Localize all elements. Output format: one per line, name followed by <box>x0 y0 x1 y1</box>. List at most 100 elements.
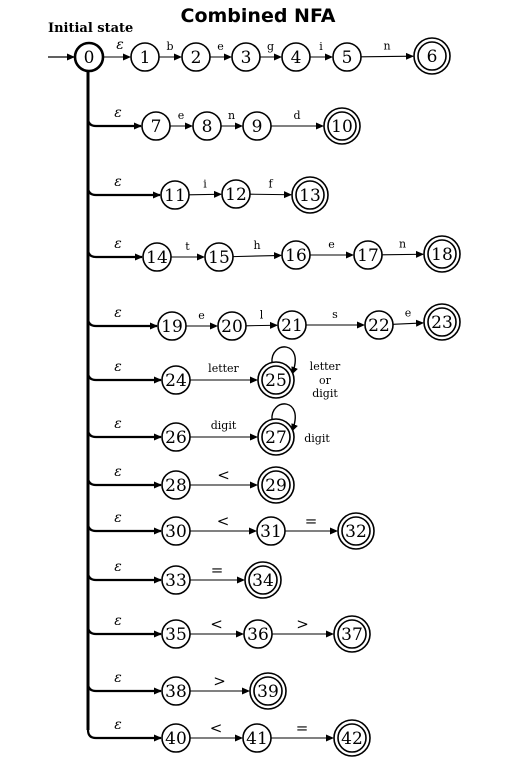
state-28: 28 <box>161 470 191 500</box>
state-3: 3 <box>231 42 261 72</box>
state-19-label: 19 <box>161 317 183 337</box>
state-8-label: 8 <box>202 117 213 137</box>
state-8: 8 <box>192 111 222 141</box>
edge-label-20-21: l <box>260 309 264 322</box>
state-25-circle <box>261 365 291 395</box>
state-21-label: 21 <box>281 316 303 336</box>
state-26: 26 <box>161 422 191 452</box>
state-13-circle <box>295 180 325 210</box>
edge-label-16-17: e <box>328 238 335 251</box>
state-2-circle <box>181 42 211 72</box>
state-7: 7 <box>141 111 171 141</box>
state-1-label: 1 <box>140 48 151 68</box>
epsilon-edge-0-33 <box>86 571 162 584</box>
state-25-label: 25 <box>265 371 287 391</box>
edge-label-0-35: ε <box>114 613 122 629</box>
epsilon-edge-0-11 <box>86 186 161 199</box>
epsilon-edge-0-14 <box>86 248 143 261</box>
state-4-circle <box>281 42 311 72</box>
edge-11-12 <box>188 190 223 198</box>
state-20-circle <box>217 311 247 341</box>
state-34-label: 34 <box>252 571 274 591</box>
state-39: 39 <box>249 672 287 710</box>
loop-27 <box>271 403 298 432</box>
state-10-label: 10 <box>331 117 353 137</box>
state-35-circle <box>161 619 191 649</box>
edge-label-40-41: < <box>210 719 223 737</box>
epsilon-edge-0-7 <box>86 117 142 130</box>
edge-label-8-9: n <box>228 109 235 122</box>
state-21: 21 <box>277 310 307 340</box>
state-35: 35 <box>161 619 191 649</box>
edge-label-38-39: > <box>213 672 226 690</box>
edge-label-36-37: > <box>296 615 309 633</box>
state-7-circle <box>141 111 171 141</box>
state-24: 24 <box>161 365 191 395</box>
state-33-label: 33 <box>165 571 187 591</box>
state-41-circle <box>242 723 272 753</box>
edge-label-33-34: = <box>211 561 224 579</box>
epsilon-edge-0-35 <box>86 625 162 638</box>
edge-label-0-30: ε <box>114 510 122 526</box>
state-16-label: 16 <box>285 246 307 266</box>
state-0-label: 0 <box>84 48 95 68</box>
state-32-circle <box>341 516 371 546</box>
state-41-label: 41 <box>246 729 268 749</box>
state-27-label: 27 <box>265 428 287 448</box>
state-27-circle <box>261 422 291 452</box>
state-21-circle <box>277 310 307 340</box>
state-34: 34 <box>244 561 282 599</box>
state-19: 19 <box>157 311 187 341</box>
state-20: 20 <box>217 311 247 341</box>
state-35-label: 35 <box>165 625 187 645</box>
edge-17-18 <box>381 250 425 258</box>
state-14-label: 14 <box>146 248 168 268</box>
state-30: 30 <box>161 516 191 546</box>
state-15-label: 15 <box>208 248 230 268</box>
state-13: 13 <box>291 176 329 214</box>
edge-label-41-42: = <box>296 719 309 737</box>
state-26-circle <box>161 422 191 452</box>
edge-label-26-27: digit <box>211 419 237 432</box>
edge-label-0-33: ε <box>114 559 122 575</box>
state-18: 18 <box>423 235 461 273</box>
edge-20-21 <box>245 321 279 329</box>
state-12-circle <box>221 179 251 209</box>
edge-label-0-26: ε <box>114 416 122 432</box>
state-32: 32 <box>337 512 375 550</box>
state-4: 4 <box>281 42 311 72</box>
state-15-circle <box>204 242 234 272</box>
state-0: 0 <box>73 41 105 73</box>
state-22-circle <box>364 310 394 340</box>
state-19-circle <box>157 311 187 341</box>
state-18-circle <box>427 239 457 269</box>
state-10: 10 <box>323 107 361 145</box>
edge-label-0-19: ε <box>114 305 122 321</box>
edge-label-17-18: n <box>399 238 406 251</box>
edge-15-16 <box>232 252 283 260</box>
state-24-label: 24 <box>165 371 187 391</box>
state-9-label: 9 <box>252 117 263 137</box>
state-27: 27 <box>257 418 295 456</box>
edge-label-0-24: ε <box>114 359 122 375</box>
edge-label-30-31: < <box>217 512 230 530</box>
state-1: 1 <box>130 42 160 72</box>
state-37-label: 37 <box>341 625 363 645</box>
edge-22-23 <box>392 319 425 327</box>
state-22-label: 22 <box>368 316 390 336</box>
loop-25 <box>271 346 298 375</box>
state-30-circle <box>161 516 191 546</box>
edge-label-0-1: ε <box>116 37 124 53</box>
edge-label-0-7: ε <box>114 105 122 121</box>
state-38: 38 <box>161 676 191 706</box>
state-28-label: 28 <box>165 476 187 496</box>
state-36-label: 36 <box>247 625 269 645</box>
loop-label-27: digit <box>304 432 330 445</box>
state-4-label: 4 <box>291 48 302 68</box>
state-14-circle <box>142 242 172 272</box>
state-30-label: 30 <box>165 522 187 542</box>
state-38-label: 38 <box>165 682 187 702</box>
